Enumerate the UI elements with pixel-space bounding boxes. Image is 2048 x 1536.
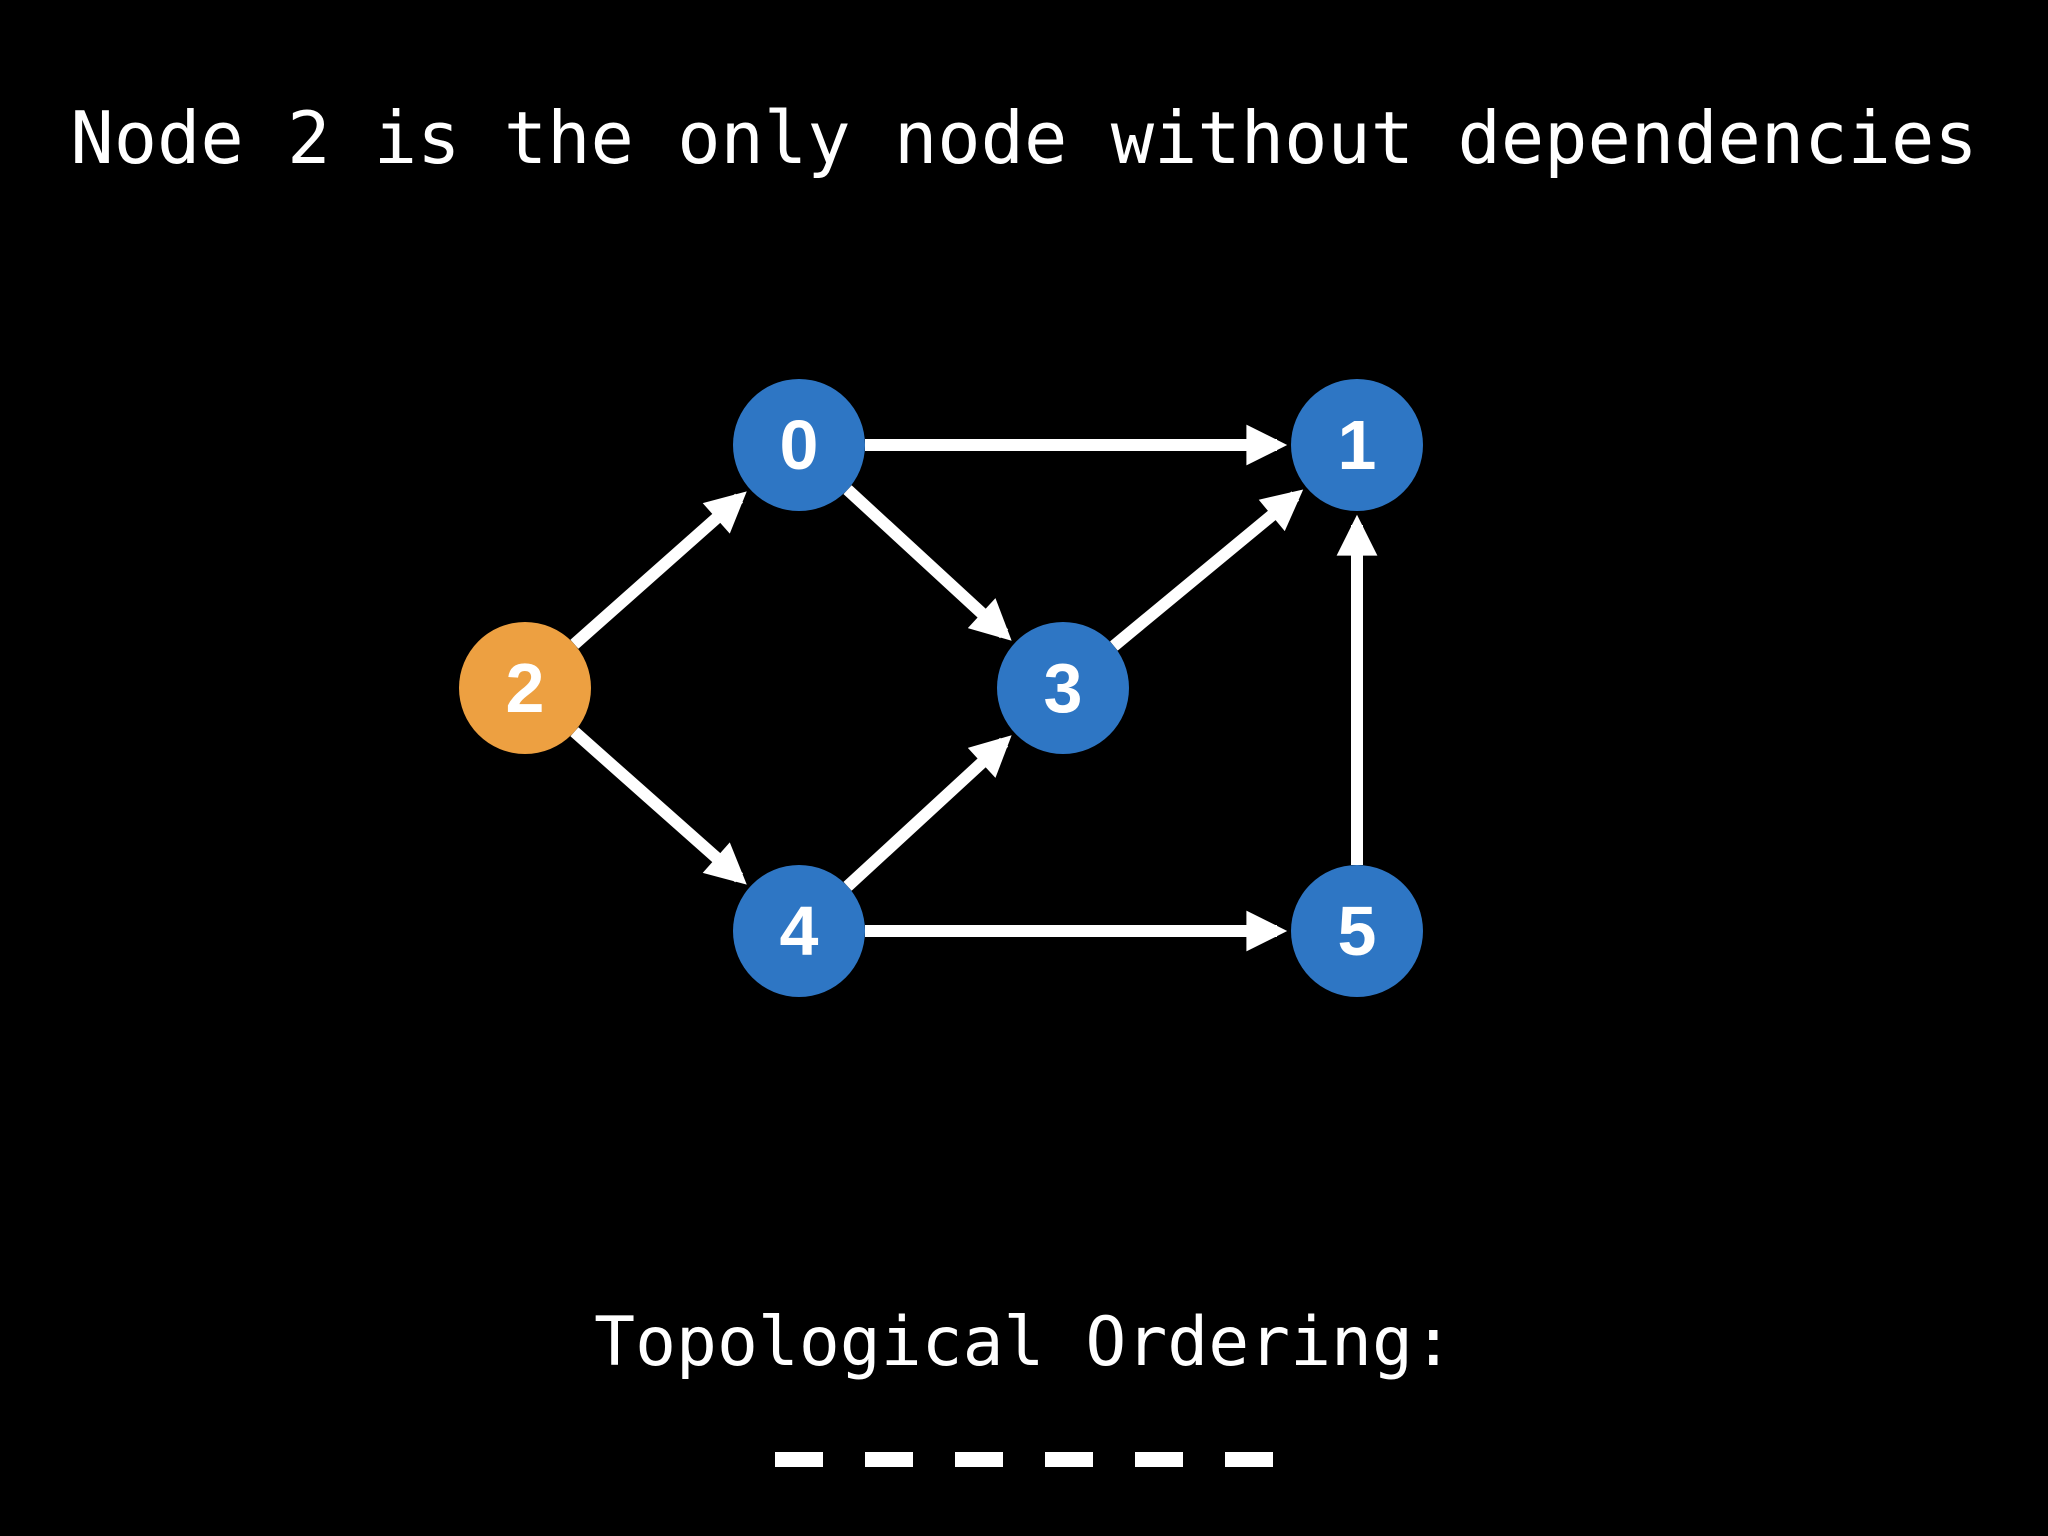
graph-node-3: 3 xyxy=(997,622,1129,754)
edge-2-to-4 xyxy=(570,727,747,885)
ordering-label: Topological Ordering: xyxy=(594,1303,1454,1382)
ordering-slot-dash xyxy=(1135,1452,1183,1467)
ordering-slot-dash xyxy=(1045,1452,1093,1467)
ordering-slot-dash xyxy=(775,1452,823,1467)
page-title: Node 2 is the only node without dependen… xyxy=(70,96,1978,180)
ordering-slot-dash xyxy=(865,1452,913,1467)
graph-node-label: 5 xyxy=(1337,892,1377,970)
ordering-slot-dash xyxy=(1225,1452,1273,1467)
graph-node-4: 4 xyxy=(733,865,865,997)
graph-node-1: 1 xyxy=(1291,379,1423,511)
edge-3-to-1 xyxy=(1110,489,1304,651)
graph-node-5: 5 xyxy=(1291,865,1423,997)
graph-node-label: 0 xyxy=(779,406,819,484)
edge-0-to-3 xyxy=(843,485,1012,641)
graph-node-label: 2 xyxy=(505,649,545,727)
edge-4-to-3 xyxy=(843,735,1012,891)
edge-2-to-0 xyxy=(570,491,747,649)
graph-node-label: 4 xyxy=(779,892,819,970)
ordering-placeholder xyxy=(0,1452,2048,1467)
ordering-slot-dash xyxy=(955,1452,1003,1467)
graph-node-0: 0 xyxy=(733,379,865,511)
graph-node-label: 3 xyxy=(1043,649,1083,727)
graph-node-2: 2 xyxy=(459,622,591,754)
graph-node-label: 1 xyxy=(1337,406,1377,484)
